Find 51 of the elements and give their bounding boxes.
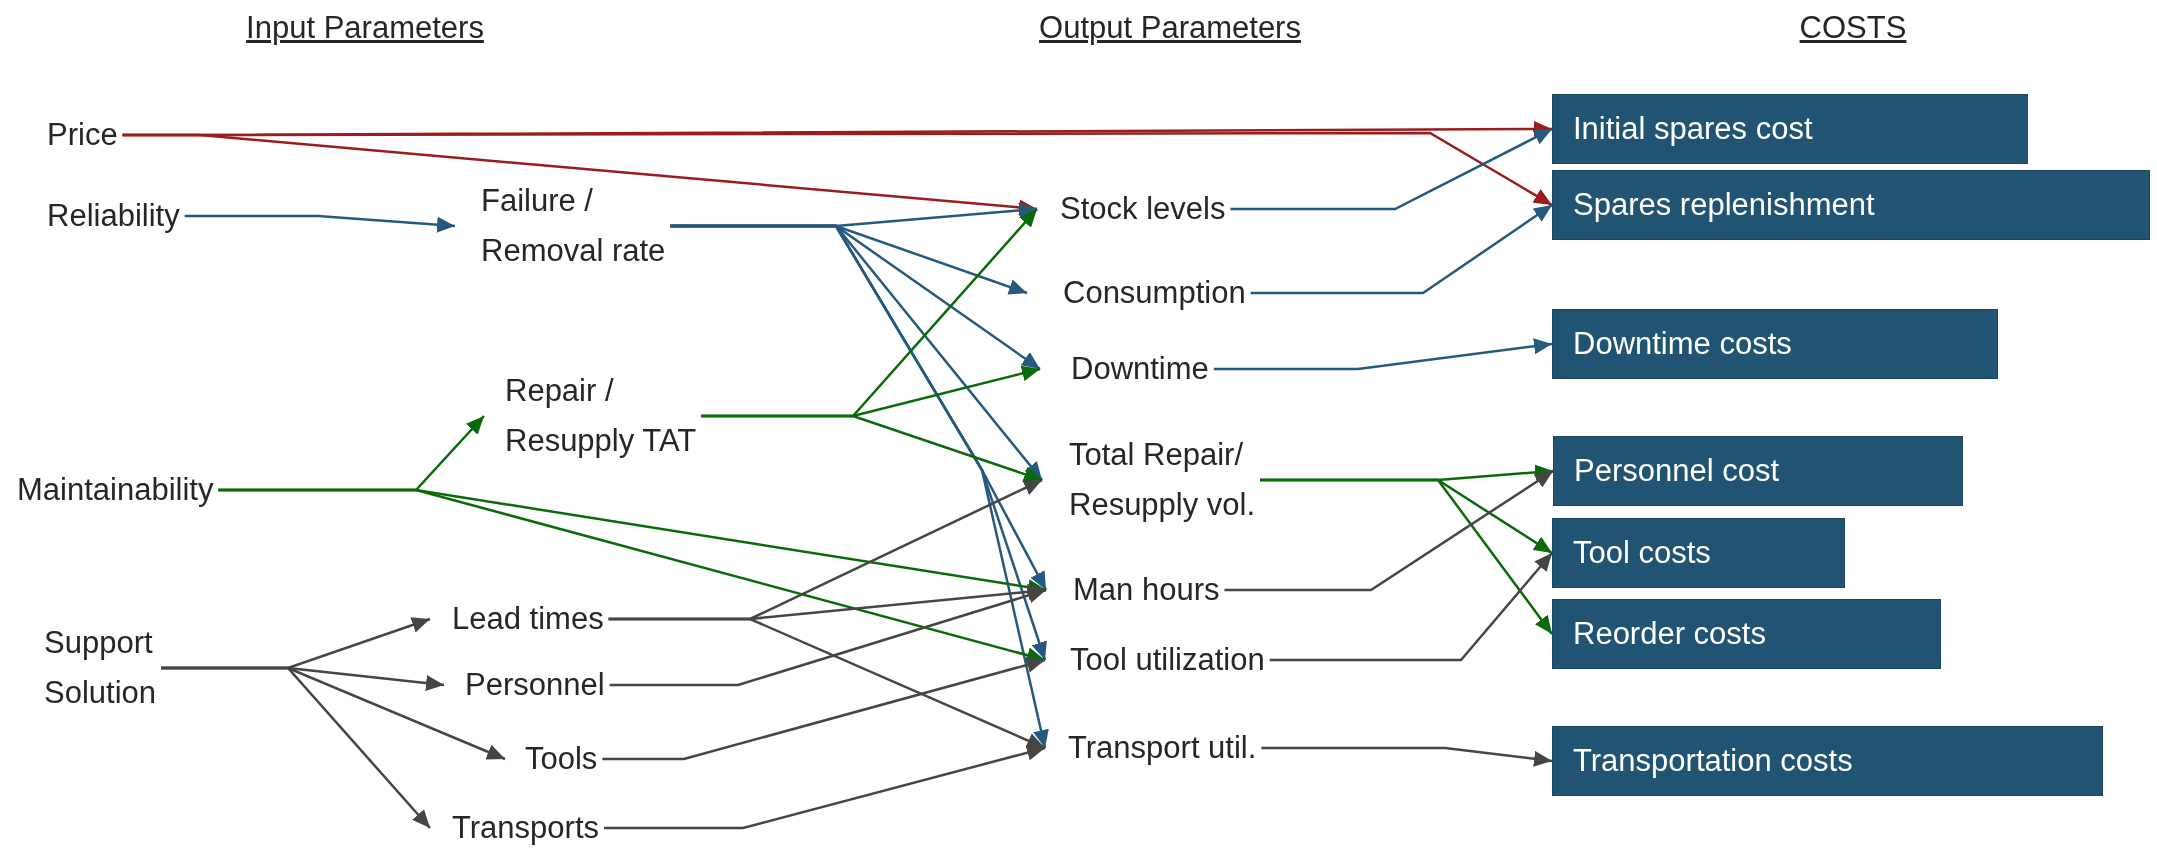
arrow bbox=[1260, 478, 1553, 635]
parameter-label: Price bbox=[47, 116, 118, 154]
parameter-label: Lead times bbox=[452, 600, 604, 638]
arrow bbox=[1250, 203, 1553, 295]
parameter-label: Transports bbox=[452, 809, 599, 847]
parameter-label: Consumption bbox=[1063, 274, 1246, 312]
parameter-label: Tool utilization bbox=[1070, 641, 1265, 679]
arrow bbox=[602, 657, 1046, 761]
parameter-label: Support Solution bbox=[44, 624, 158, 712]
parameter-label: Maintainability bbox=[17, 471, 214, 509]
arrow bbox=[608, 617, 1046, 750]
cost-label: Transportation costs bbox=[1573, 742, 1853, 780]
arrow bbox=[609, 587, 1047, 687]
cost-box bbox=[1553, 436, 1963, 506]
parameter-label: Tools bbox=[525, 740, 598, 778]
arrow bbox=[122, 131, 1553, 207]
arrow bbox=[1230, 127, 1553, 211]
arrow bbox=[670, 224, 1049, 749]
cost-label: Initial spares cost bbox=[1573, 110, 1813, 148]
arrow bbox=[161, 666, 431, 829]
parameter-label: Man hours bbox=[1073, 571, 1220, 609]
cost-box bbox=[1552, 518, 1845, 588]
cost-box bbox=[1552, 170, 2150, 240]
parameter-label: Downtime bbox=[1071, 350, 1209, 388]
cost-label: Spares replenishment bbox=[1573, 186, 1875, 224]
arrow bbox=[604, 744, 1046, 830]
parameter-label: Reliability bbox=[47, 197, 180, 235]
arrow bbox=[1261, 746, 1553, 767]
arrow bbox=[184, 214, 456, 233]
column-heading: Output Parameters bbox=[1039, 10, 1301, 46]
cost-box bbox=[1552, 309, 1998, 379]
column-heading: Input Parameters bbox=[246, 10, 484, 46]
arrow bbox=[1213, 338, 1553, 371]
arrow bbox=[218, 488, 1046, 664]
cost-label: Tool costs bbox=[1573, 534, 1711, 572]
column-heading: COSTS bbox=[1799, 10, 1907, 46]
arrow bbox=[1224, 469, 1554, 592]
parameter-label: Total Repair/ Resupply vol. bbox=[1069, 436, 1257, 524]
cost-box bbox=[1552, 726, 2103, 796]
cost-label: Downtime costs bbox=[1573, 325, 1792, 363]
parameter-label: Personnel bbox=[465, 666, 605, 704]
cost-label: Personnel cost bbox=[1574, 452, 1780, 490]
cost-label: Reorder costs bbox=[1573, 615, 1766, 653]
parameter-label: Stock levels bbox=[1060, 190, 1226, 228]
cost-box bbox=[1552, 94, 2028, 164]
cost-box bbox=[1552, 599, 1941, 669]
arrow bbox=[701, 414, 1043, 482]
parameter-label: Repair / Resupply TAT bbox=[505, 372, 698, 460]
parameter-label: Failure / Removal rate bbox=[481, 182, 667, 270]
arrow bbox=[1269, 552, 1553, 662]
parameter-label: Transport util. bbox=[1068, 729, 1257, 767]
